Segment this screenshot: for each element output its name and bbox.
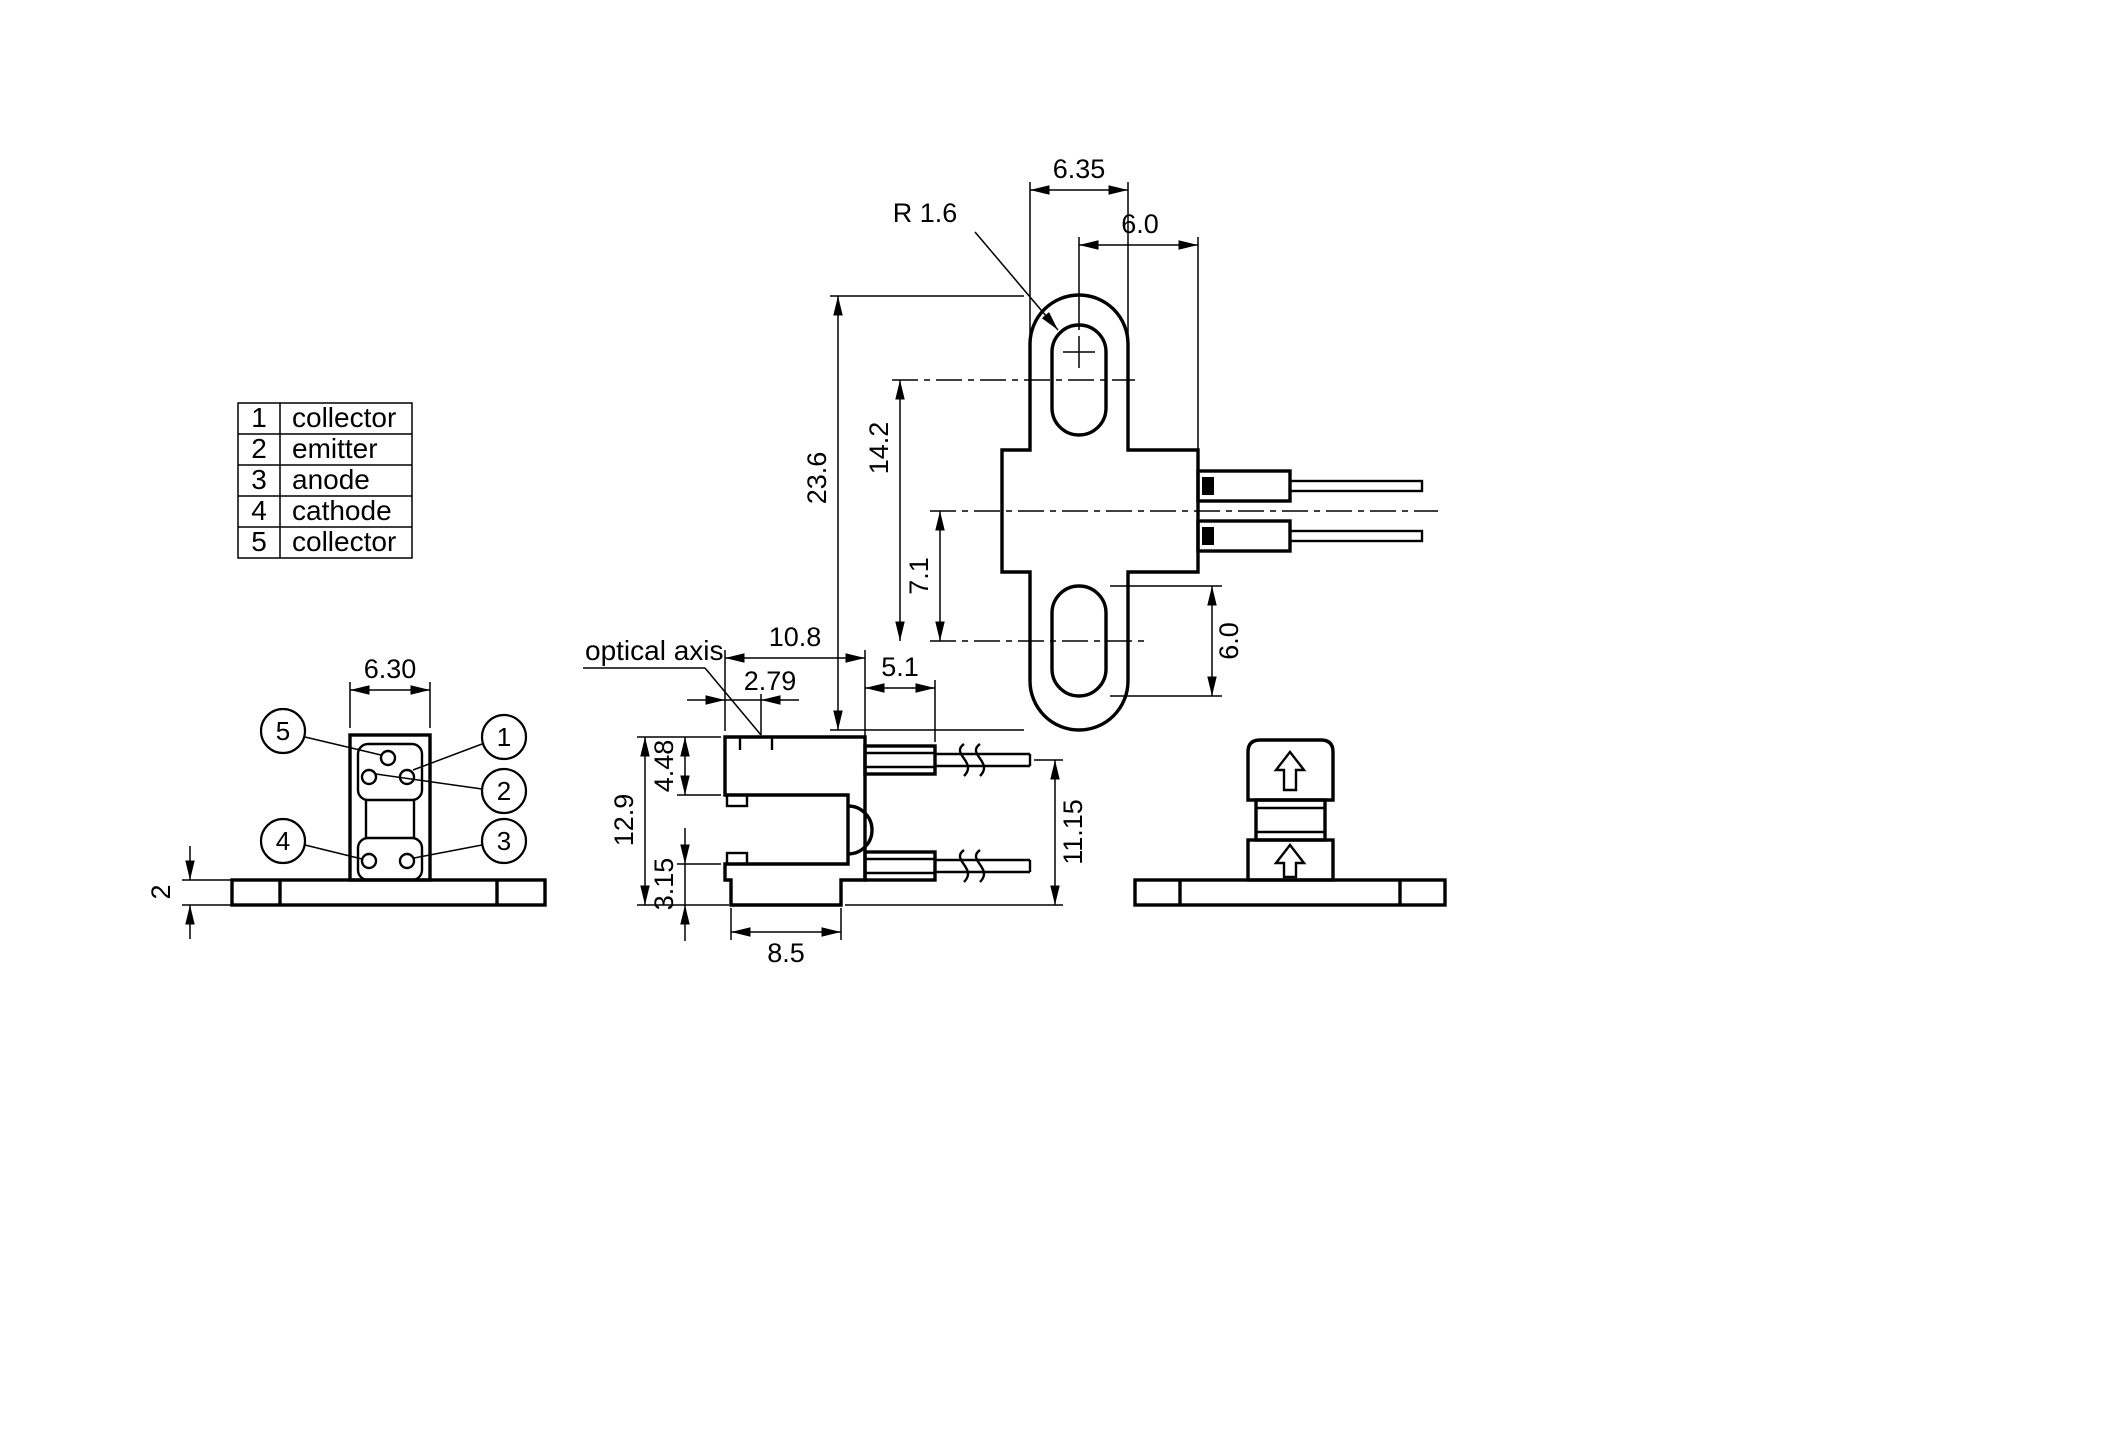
pin-hole-2 xyxy=(360,768,378,786)
top-mounting-slot xyxy=(1050,323,1108,437)
dim-label: 6.30 xyxy=(364,654,417,684)
table-gridlines xyxy=(238,403,412,558)
extension-lines xyxy=(182,879,232,906)
lead-chip-lower xyxy=(1202,527,1214,545)
optical-axis-leader xyxy=(583,667,762,736)
pin-hole-3 xyxy=(398,852,416,870)
lead-casing-upper xyxy=(863,744,937,776)
pin-balloon-4 xyxy=(259,817,307,865)
window-inner-lines xyxy=(1256,806,1325,834)
extension-lines xyxy=(730,908,842,940)
balloon-label: 5 xyxy=(276,716,290,746)
pin-balloon-5 xyxy=(259,707,307,755)
end-view xyxy=(1133,738,1447,907)
balloon-label: 2 xyxy=(497,776,511,806)
balloon-leaders xyxy=(304,736,483,860)
extension-lines xyxy=(830,182,1222,731)
orientation-arrow-up-icon xyxy=(1273,843,1307,879)
pin-balloon-1 xyxy=(480,713,528,761)
lead-casing-inner-lines xyxy=(865,751,935,769)
pin-number: 5 xyxy=(251,526,267,557)
pin-number: 1 xyxy=(251,402,267,433)
lead-upper xyxy=(1288,479,1424,493)
aperture-plate-bottom xyxy=(725,851,749,866)
dim-label: 7.1 xyxy=(904,557,934,595)
lens-dome xyxy=(847,804,874,856)
break-symbol xyxy=(958,743,986,777)
extension-lines xyxy=(724,650,866,740)
pin-hole-4 xyxy=(360,852,378,870)
end-body-middle-band xyxy=(1254,798,1327,842)
pin-function-table: 1 collector 2 emitter 3 anode 4 cathode … xyxy=(237,402,413,559)
dim-label: 2.79 xyxy=(744,666,797,696)
side-view-part-outline xyxy=(723,735,867,907)
dim-label: 4.48 xyxy=(649,740,679,793)
pin-number: 2 xyxy=(251,433,267,464)
orientation-arrow-up-icon xyxy=(1273,750,1307,792)
end-body-top-block xyxy=(1246,738,1335,802)
top-view: 6.35 6.0 23.6 14.2 7.1 6.0 R 1.6 xyxy=(802,154,1438,732)
detector-insert xyxy=(356,836,424,882)
base-plate-edges xyxy=(1178,880,1402,905)
dim-label: 5.1 xyxy=(881,652,919,682)
dim-label: 14.2 xyxy=(864,422,894,475)
dim-label: 6.0 xyxy=(1121,209,1159,239)
center-channel xyxy=(364,800,416,838)
dim-label: 6.35 xyxy=(1053,154,1106,184)
break-symbol xyxy=(958,849,986,883)
dim-label: 8.5 xyxy=(767,938,805,968)
pin-balloon-3 xyxy=(480,817,528,865)
top-view-part-outline xyxy=(1000,293,1200,732)
tab-profile-lines xyxy=(738,737,774,750)
aperture-plate-top xyxy=(725,793,749,808)
pin-hole-5 xyxy=(379,749,397,767)
radius-leader xyxy=(974,231,1059,331)
dim-label: 10.8 xyxy=(769,622,822,652)
pin-name: collector xyxy=(292,526,396,557)
dim-label: 23.6 xyxy=(802,452,832,505)
front-view: 5 1 2 4 3 6.30 2 xyxy=(146,654,547,939)
lead-casing-lower xyxy=(863,850,937,882)
optical-axis-label: optical axis xyxy=(585,635,724,666)
bottom-mounting-slot xyxy=(1050,584,1108,698)
radius-label: R 1.6 xyxy=(893,198,958,228)
dim-label: 12.9 xyxy=(609,794,639,847)
lead-casing-inner-lines xyxy=(865,857,935,875)
pin-name: anode xyxy=(292,464,370,495)
base-plate-edges xyxy=(278,880,499,905)
lead-lower xyxy=(1288,529,1424,543)
dim-label: 3.15 xyxy=(649,858,679,911)
pin-number: 4 xyxy=(251,495,267,526)
end-body-bottom-block xyxy=(1246,838,1335,882)
dim-label: 6.0 xyxy=(1214,622,1244,660)
emitter-insert xyxy=(356,742,424,802)
balloon-label: 3 xyxy=(497,826,511,856)
dim-label: 2 xyxy=(146,884,176,899)
pin-balloon-2 xyxy=(480,767,528,815)
lead-chip-upper xyxy=(1202,477,1214,495)
extension-lines xyxy=(349,682,431,728)
balloon-label: 4 xyxy=(276,826,290,856)
table-border xyxy=(237,402,413,559)
lead-upper xyxy=(935,752,1032,768)
hole-center-cross xyxy=(1063,336,1095,368)
side-view: optical axis 10.8 2.79 5.1 12.9 4.48 3.1… xyxy=(583,622,1088,968)
lead-lower xyxy=(935,858,1032,874)
extension-lines xyxy=(845,759,1063,906)
pin-name: emitter xyxy=(292,433,378,464)
balloon-label: 1 xyxy=(497,722,511,752)
dim-label: 11.15 xyxy=(1058,799,1088,865)
pin-name: collector xyxy=(292,402,396,433)
pin-number: 3 xyxy=(251,464,267,495)
pin-name: cathode xyxy=(292,495,392,526)
